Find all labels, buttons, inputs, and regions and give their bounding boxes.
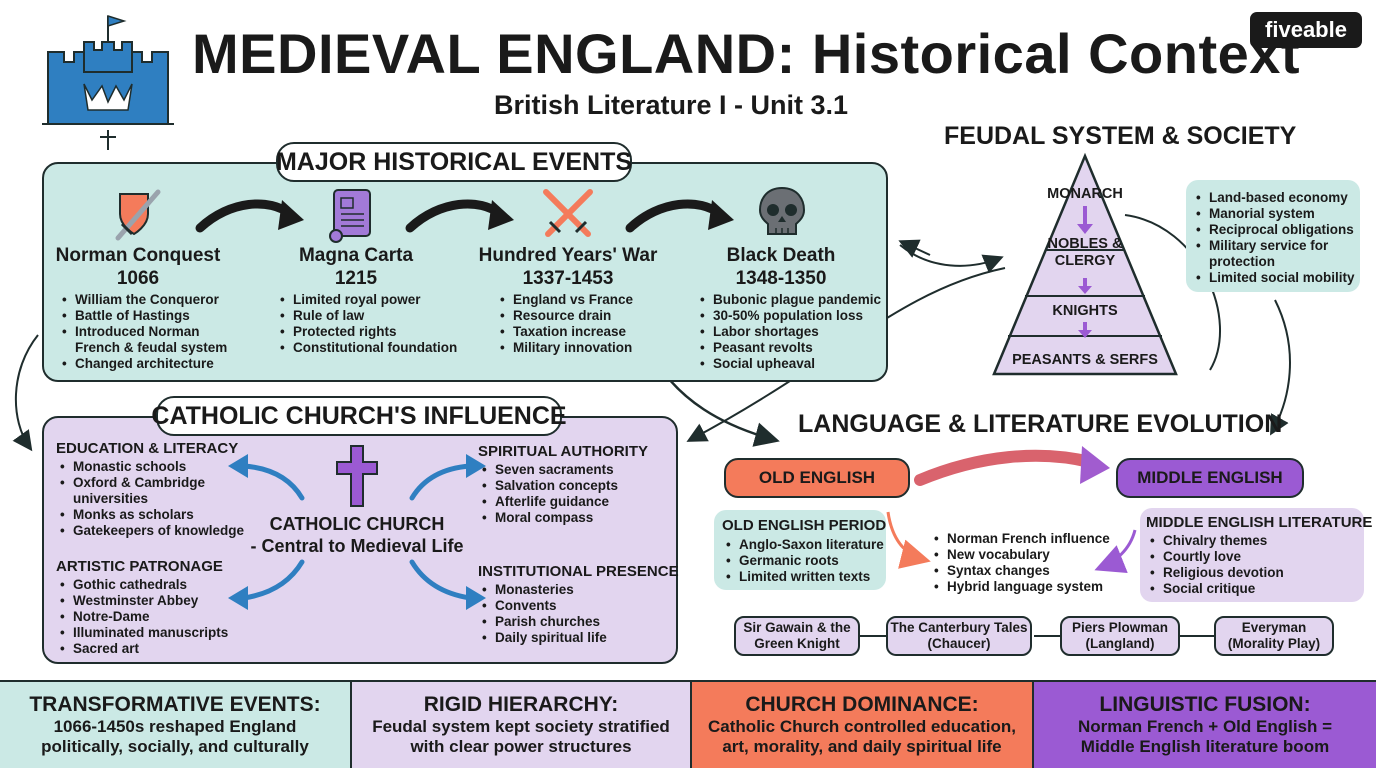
church-center-subtitle: - Central to Medieval Life [250, 536, 464, 556]
pyramid-level-peasants: PEASANTS & SERFS [1012, 352, 1158, 368]
pyramid-level-knights: KNIGHTS [1052, 303, 1118, 319]
works-connector [860, 635, 1214, 637]
cross-icon [336, 445, 378, 507]
event-bullets: Bubonic plague pandemic 30-50% populatio… [700, 292, 886, 372]
fiveable-logo: fiveable [1250, 12, 1362, 48]
language-heading: LANGUAGE & LITERATURE EVOLUTION [798, 410, 1283, 438]
old-period-title: OLD ENGLISH PERIOD [722, 517, 887, 534]
church-spiritual-bullets: Seven sacraments Salvation concepts Afte… [482, 462, 662, 526]
event-year: 1066 [116, 268, 160, 289]
work-item: Piers Plowman (Langland) [1060, 616, 1180, 656]
event-title: Hundred Years' War [478, 245, 658, 266]
middle-lit-bullets: Chivalry themes Courtly love Religious d… [1150, 533, 1350, 597]
work-item: Everyman (Morality Play) [1214, 616, 1334, 656]
event-title: Black Death [726, 245, 836, 266]
church-education-bullets: Monastic schools Oxford & Cambridge univ… [60, 459, 250, 539]
church-heading: CATHOLIC CHURCH'S INFLUENCE [151, 396, 567, 436]
middle-lit-title: MIDDLE ENGLISH LITERATURE [1146, 514, 1373, 531]
summary-linguistic: LINGUISTIC FUSION: Norman French + Old E… [1034, 680, 1376, 768]
old-period-bullets: Anglo-Saxon literature Germanic roots Li… [726, 537, 886, 585]
event-bullets: William the Conqueror Battle of Hastings… [62, 292, 234, 372]
castle-crown-icon [42, 14, 174, 150]
page-subtitle: British Literature I - Unit 3.1 [494, 90, 849, 120]
event-title: Norman Conquest [55, 245, 221, 266]
event-title: Magna Carta [298, 245, 414, 266]
church-institutional-bullets: Monasteries Convents Parish churches Dai… [482, 582, 662, 646]
work-item: The Canterbury Tales (Chaucer) [886, 616, 1032, 656]
church-institutional-title: INSTITUTIONAL PRESENCE [478, 563, 679, 580]
church-spiritual-title: SPIRITUAL AUTHORITY [478, 443, 649, 460]
transition-bullets: Norman French influence New vocabulary S… [934, 531, 1114, 595]
scroll-icon [329, 189, 371, 243]
church-center-title: CATHOLIC CHURCH [269, 514, 445, 534]
event-flow-arrows [195, 199, 734, 233]
summary-hierarchy: RIGID HIERARCHY: Feudal system kept soci… [352, 680, 692, 768]
summary-transformative: TRANSFORMATIVE EVENTS: 1066-1450s reshap… [0, 680, 352, 768]
summary-church: CHURCH DOMINANCE: Catholic Church contro… [692, 680, 1034, 768]
skull-icon [758, 186, 806, 235]
event-year: 1215 [334, 268, 378, 289]
crossed-swords-icon [543, 189, 593, 237]
page-title: MEDIEVAL ENGLAND: Historical Context [192, 22, 1301, 85]
feudal-pyramid [992, 152, 1178, 376]
feudal-heading: FEUDAL SYSTEM & SOCIETY [944, 122, 1297, 150]
pyramid-level-monarch: MONARCH [1047, 186, 1123, 202]
church-education-title: EDUCATION & LITERACY [56, 440, 239, 457]
event-bullets: Limited royal power Rule of law Protecte… [280, 292, 470, 356]
pyramid-level-nobles: NOBLES & CLERGY [1047, 236, 1123, 269]
shield-sword-icon [115, 189, 161, 241]
event-year: 1348-1350 [735, 268, 827, 289]
church-artistic-title: ARTISTIC PATRONAGE [56, 558, 223, 575]
events-heading: MAJOR HISTORICAL EVENTS [276, 142, 632, 182]
event-bullets: England vs France Resource drain Taxatio… [500, 292, 670, 356]
feudal-bullets: Land-based economy Manorial system Recip… [1196, 190, 1356, 286]
work-item: Sir Gawain & the Green Knight [734, 616, 860, 656]
church-artistic-bullets: Gothic cathedrals Westminster Abbey Notr… [60, 577, 250, 657]
event-year: 1337-1453 [522, 268, 614, 289]
old-english-pill: OLD ENGLISH [724, 458, 910, 498]
church-spoke-arrows [228, 454, 486, 610]
middle-english-pill: MIDDLE ENGLISH [1116, 458, 1304, 498]
